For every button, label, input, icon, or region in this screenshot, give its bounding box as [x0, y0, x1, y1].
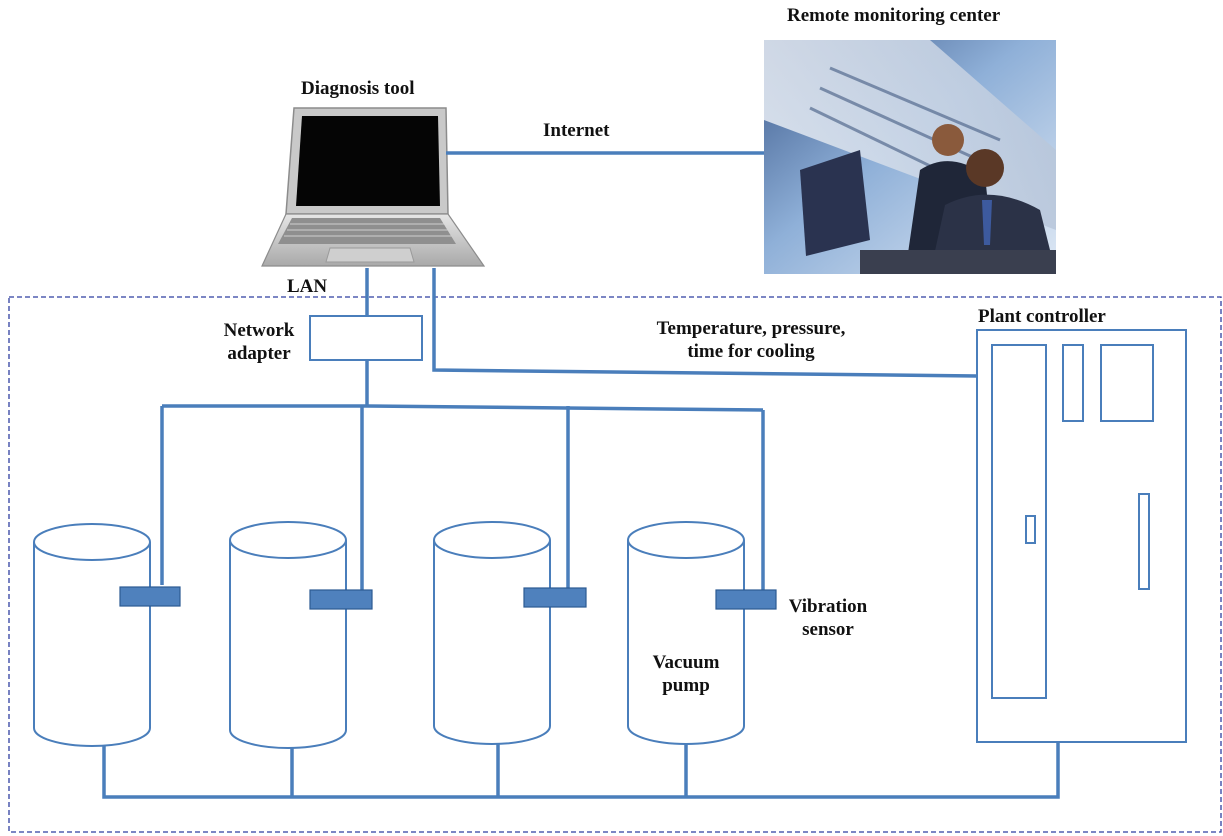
vacuum-pump-label: Vacuum pump	[642, 652, 730, 698]
bottom-bus	[102, 742, 1060, 799]
controller-signals-label-line1: Temperature, pressure,	[656, 318, 846, 339]
remote-monitoring-center-label: Remote monitoring center	[787, 5, 1001, 26]
vacuum-pump-label-line1: Vacuum	[652, 652, 720, 673]
vibration-sensor-4	[715, 589, 777, 610]
network-adapter-label-line2: adapter	[227, 342, 291, 364]
vacuum-pump-1	[33, 523, 151, 747]
controller-signals-label: Temperature, pressure, time for cooling	[610, 318, 892, 364]
vibration-sensor-label: Vibration sensor	[774, 596, 882, 642]
vibration-sensor-label-line1: Vibration	[788, 596, 868, 617]
vacuum-pump-2	[229, 521, 347, 749]
plant-boundary	[8, 296, 1222, 833]
connection-lines	[102, 151, 1060, 799]
vibration-sensor-label-line2: sensor	[802, 618, 854, 640]
sensor-bus	[162, 404, 764, 412]
network-adapter-label-line1: Network	[223, 320, 295, 341]
vibration-sensor-1	[119, 586, 181, 607]
internet-label: Internet	[543, 120, 610, 141]
diagnosis-tool-label: Diagnosis tool	[301, 78, 415, 99]
vacuum-pump-4	[627, 521, 745, 745]
vacuum-pump-3	[433, 521, 551, 745]
controller-link	[432, 268, 978, 378]
remote-monitoring-photo	[764, 40, 1056, 274]
vibration-sensor-2	[309, 589, 373, 610]
network-adapter-label: Network adapter	[214, 320, 304, 366]
vibration-sensor-3	[523, 587, 587, 608]
lan-label: LAN	[287, 276, 328, 297]
plant-controller	[976, 329, 1187, 743]
laptop-icon	[261, 107, 486, 267]
plant-controller-label: Plant controller	[978, 306, 1106, 327]
vacuum-pump-label-line2: pump	[662, 674, 710, 696]
network-adapter	[309, 315, 423, 361]
controller-signals-label-line2: time for cooling	[687, 340, 815, 362]
